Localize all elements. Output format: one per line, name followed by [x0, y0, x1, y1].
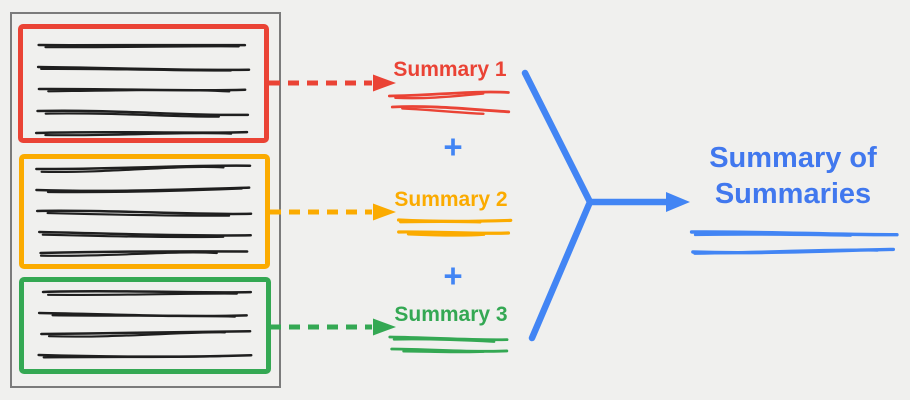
scribble-stroke: [39, 251, 218, 257]
scribble-stroke: [401, 107, 485, 115]
scribble-stroke: [390, 347, 509, 353]
scribble-stroke: [42, 354, 223, 359]
summary-of-summaries-label: Summary of Summaries: [678, 140, 908, 212]
summary-of-summaries-line2: Summaries: [714, 178, 872, 210]
scribble-stroke: [392, 337, 496, 343]
summary-1-label: Summary 1: [393, 58, 507, 81]
summary-2-label: Summary 2: [394, 188, 508, 211]
merge-bracket-arrow: [521, 69, 690, 342]
scribble-stroke: [44, 131, 233, 137]
scribble-stroke: [35, 209, 253, 216]
scribble-stroke: [402, 350, 485, 354]
scribble-stroke: [390, 105, 511, 114]
document-chunk-2-box: [19, 154, 270, 269]
document-chunk-3-box: [19, 277, 271, 374]
scribble-stroke: [399, 220, 482, 224]
chunk3-to-summary3-dashed-arrow: [270, 318, 396, 336]
summary-of-summaries-line1: Summary of: [709, 142, 877, 174]
scribble-stroke: [46, 187, 243, 194]
scribble-stroke: [46, 292, 239, 296]
scribble-stroke: [47, 331, 227, 338]
chunk2-to-summary2-dashed-arrow: [270, 203, 396, 221]
document-chunk-1-box: [18, 24, 269, 143]
scribble-stroke: [40, 165, 225, 174]
scribble-stroke: [44, 112, 220, 118]
scribble-stroke: [394, 92, 485, 100]
scribble-lines: [34, 43, 899, 359]
scribble-stroke: [693, 248, 879, 255]
scribble-stroke: [36, 109, 250, 117]
scribble-stroke: [35, 164, 252, 171]
scribble-stroke: [46, 212, 231, 217]
scribble-stroke: [41, 233, 225, 239]
chunk1-to-summary1-dashed-arrow: [269, 74, 396, 92]
source-document-box: [10, 12, 281, 388]
scribble-stroke: [44, 45, 240, 49]
plus-sign-1: +: [443, 128, 463, 165]
summary-3-label: Summary 3: [394, 303, 508, 326]
scribble-stroke: [693, 232, 852, 237]
scribble-stroke: [387, 90, 510, 98]
scribble-stroke: [40, 329, 252, 336]
scribble-stroke: [47, 88, 231, 93]
plus-sign-2: +: [443, 257, 463, 294]
scribble-stroke: [40, 67, 233, 72]
scribble-stroke: [41, 289, 253, 294]
scribble-stroke: [39, 250, 249, 255]
scribble-stroke: [397, 230, 511, 235]
scribble-stroke: [406, 232, 486, 237]
scribble-stroke: [37, 230, 252, 237]
scribble-stroke: [51, 314, 236, 318]
